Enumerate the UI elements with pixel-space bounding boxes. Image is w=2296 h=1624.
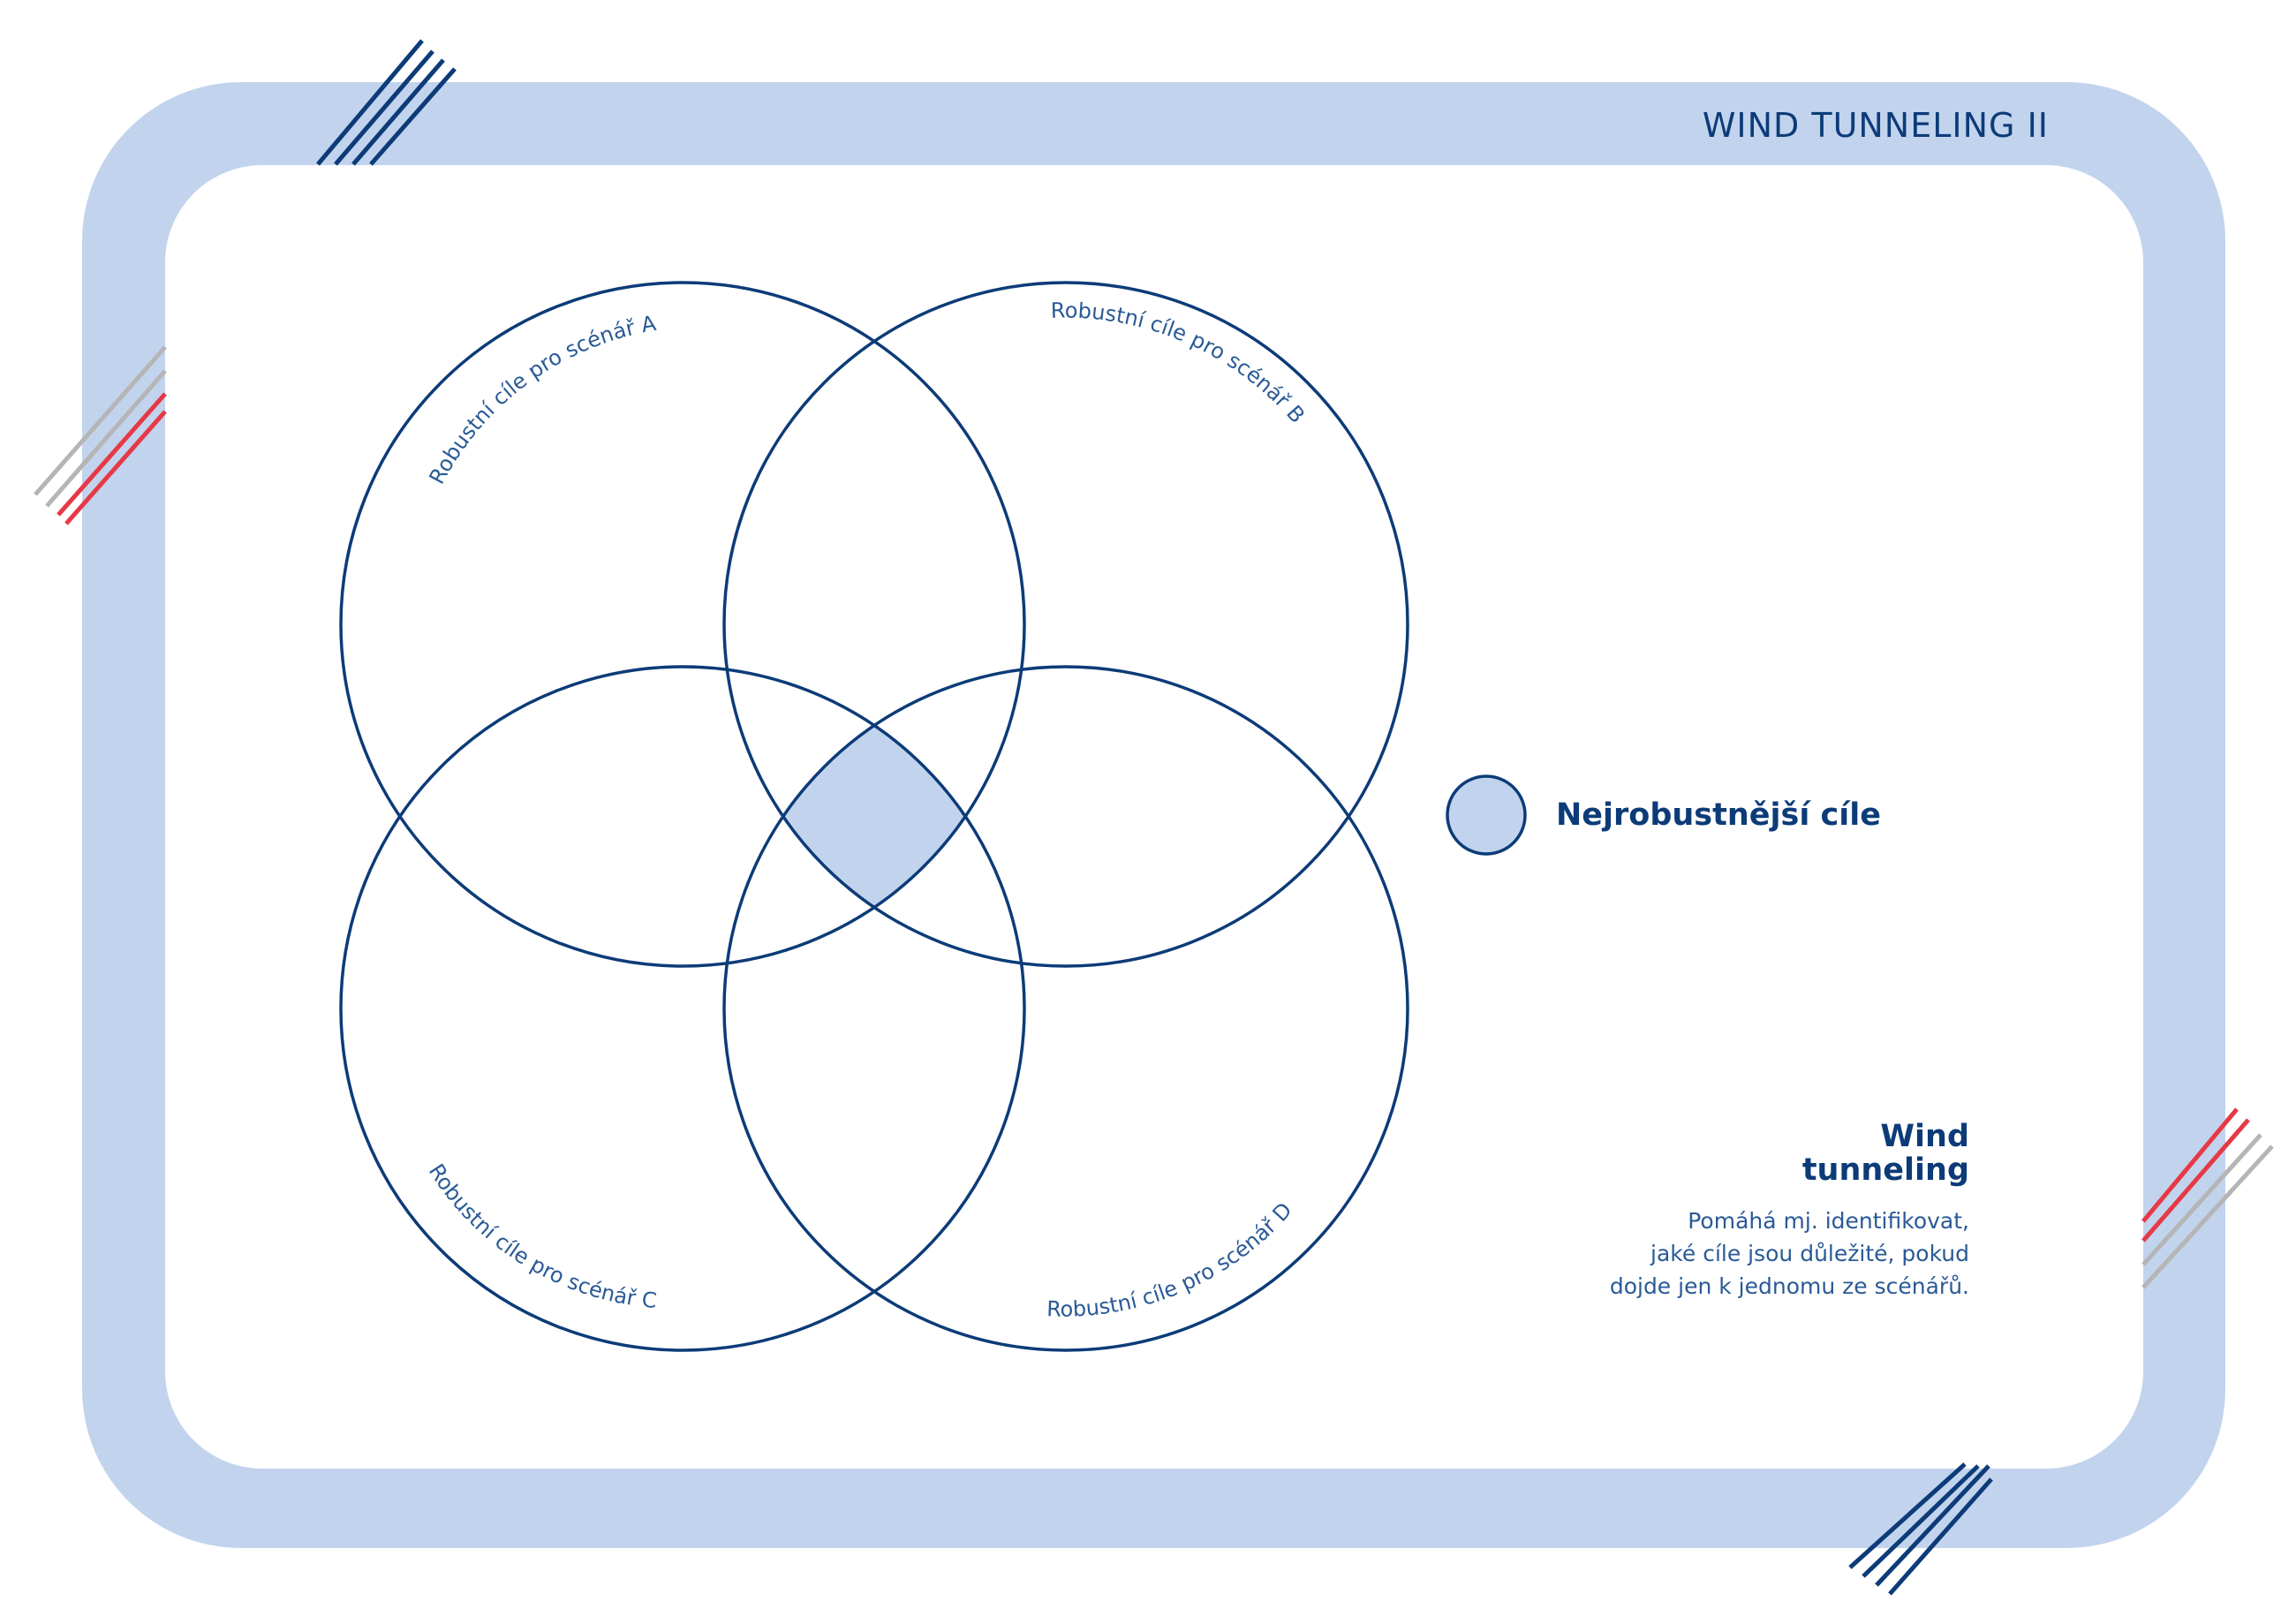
info-description-line3: dojde jen k jednomu ze scénářů. xyxy=(1609,1273,1969,1299)
page-title: WIND TUNNELING II xyxy=(1702,106,2049,145)
info-heading-line1: Wind xyxy=(1880,1119,1969,1154)
info-heading-line2: tunneling xyxy=(1801,1152,1969,1188)
label-scenario-d: Robustní cíle pro scénář D xyxy=(1046,1197,1297,1321)
info-description-line1: Pomáhá mj. identifikovat, xyxy=(1688,1208,1969,1234)
legend-swatch xyxy=(1446,774,1527,856)
label-scenario-a: Robustní cíle pro scénář A xyxy=(425,311,659,488)
circle-scenario-c xyxy=(339,665,1026,1352)
label-scenario-c: Robustní cíle pro scénář C xyxy=(424,1159,658,1313)
circle-scenario-d xyxy=(722,665,1409,1352)
most-robust-intersection xyxy=(724,667,1024,966)
label-scenario-b: Robustní cíle pro scénář B xyxy=(1050,298,1310,428)
info-description-line2: jaké cíle jsou důležité, pokud xyxy=(1650,1241,1969,1266)
circle-scenario-a xyxy=(339,281,1026,968)
circle-scenario-b xyxy=(722,281,1409,968)
info-block: Wind tunneling Pomáhá mj. identifikovat,… xyxy=(1610,1120,1969,1303)
legend-label: Nejrobustnější cíle xyxy=(1556,797,1882,833)
card-body xyxy=(165,165,2143,1469)
